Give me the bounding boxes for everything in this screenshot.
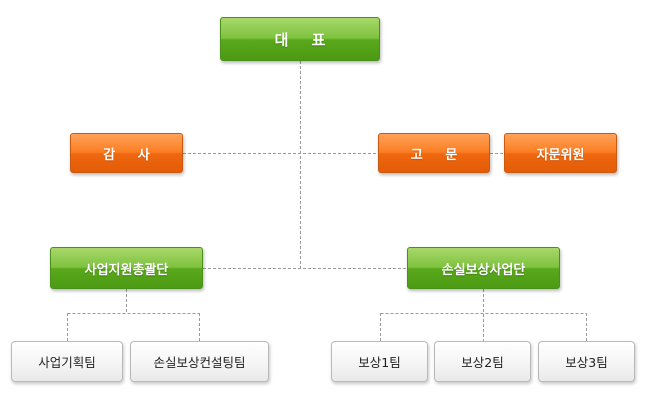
ceo-label: 대 표 <box>274 30 335 49</box>
advisor-box: 고 문 <box>378 133 490 173</box>
connector-support-down <box>67 289 200 341</box>
team-planning-label: 사업기획팀 <box>38 355 96 370</box>
team-comp3-box: 보상3팀 <box>538 341 635 382</box>
advisory-committee-label: 자문위원 <box>536 147 585 163</box>
team-planning-box: 사업기획팀 <box>11 341 123 382</box>
loss-compensation-hq-box: 손실보상사업단 <box>407 247 560 289</box>
team-comp2-label: 보상2팀 <box>461 355 504 370</box>
team-comp3-label: 보상3팀 <box>565 355 608 370</box>
business-support-hq-label: 사업지원총괄단 <box>84 262 169 278</box>
team-comp1-label: 보상1팀 <box>358 355 401 370</box>
team-consulting-box: 손실보상컨설팅팀 <box>130 341 269 382</box>
audit-label: 감 사 <box>103 147 159 163</box>
audit-box: 감 사 <box>70 133 183 173</box>
team-consulting-label: 손실보상컨설팅팀 <box>153 355 246 370</box>
team-comp1-box: 보상1팀 <box>331 341 428 382</box>
business-support-hq-box: 사업지원총괄단 <box>50 247 203 289</box>
advisor-label: 고 문 <box>410 147 467 163</box>
connector-loss-down <box>380 289 587 341</box>
team-comp2-box: 보상2팀 <box>434 341 531 382</box>
loss-compensation-hq-label: 손실보상사업단 <box>441 262 526 278</box>
advisory-committee-box: 자문위원 <box>504 133 617 173</box>
ceo-box: 대 표 <box>220 17 380 61</box>
